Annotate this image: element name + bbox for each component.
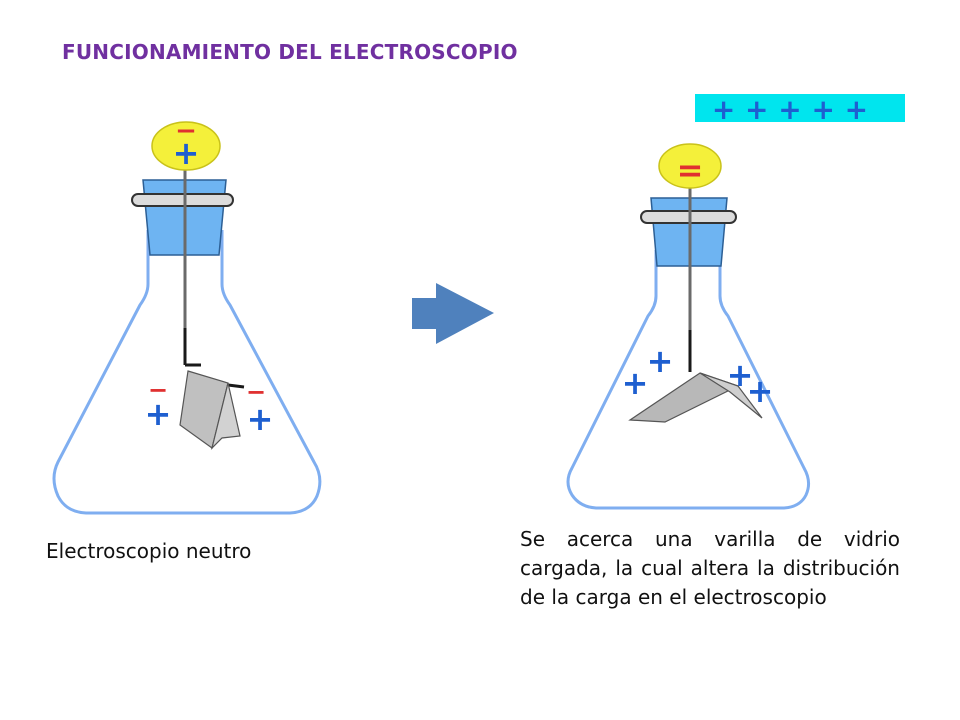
leaf-right-plus-3: + [727, 356, 754, 394]
leaf-left-plus-1: + [145, 395, 172, 433]
flask-left [52, 230, 322, 515]
leaf-left-back [210, 382, 241, 450]
leaf-left-plus-2: + [247, 400, 274, 438]
electroscope-induced: = + + + + [566, 143, 811, 510]
charged-rod [695, 94, 905, 122]
page-title: FUNCIONAMIENTO DEL ELECTROSCOPIO [62, 40, 518, 64]
knob-left-minus: − [175, 116, 197, 146]
leaf-right-right [699, 372, 763, 419]
knob-right-minus: = [677, 151, 704, 189]
ring-left [131, 193, 234, 207]
caption-induced: Se acerca una varilla de vidrio cargada,… [520, 527, 900, 609]
right-arrow [412, 283, 494, 344]
leaf-left-minus-2: − [246, 378, 266, 406]
leaf-right-plus-2: + [622, 364, 649, 402]
knob-left-plus: + [173, 134, 200, 172]
leaf-right-plus-1: + [647, 342, 674, 380]
knob-left [151, 121, 221, 171]
caption-neutral: Electroscopio neutro [46, 539, 252, 563]
leaf-left-minus-1: − [148, 376, 168, 404]
knob-right [658, 143, 722, 189]
electroscope-neutral: − + − + − + [52, 116, 322, 515]
leaf-right-plus-4: + [747, 372, 774, 410]
flask-right [566, 250, 811, 510]
charged-rod-label: + + + + + [712, 93, 868, 126]
